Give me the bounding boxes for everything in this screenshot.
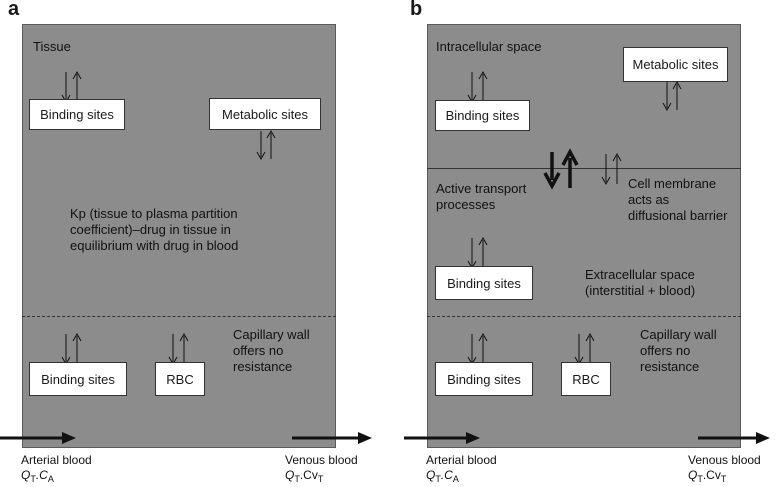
panel-b-binding-sites-mid-box: Binding sites: [435, 266, 533, 300]
panel-a-venous-blood-label: Venous blood QT.CvT: [285, 453, 358, 487]
panel-a-binding-sites-box: Binding sites: [29, 99, 125, 130]
panel-b-arterial-blood-label: Arterial blood QT.CA: [426, 453, 497, 487]
panel-a-capillary-divider: [22, 316, 336, 317]
panel-a-venous-arrow: [292, 432, 372, 444]
panel-a-arterial-formula: QT.CA: [21, 468, 54, 484]
panel-b-intracellular-label: Intracellular space: [436, 39, 542, 54]
panel-b-venous-blood-label: Venous blood QT.CvT: [688, 453, 761, 487]
panel-b-venous-formula: QT.CvT: [688, 468, 727, 484]
panel-b-capillary-line-1: Capillary wall: [640, 327, 717, 342]
panel-a-capillary-line-3: resistance: [233, 359, 293, 374]
panel-b-extracellular-line-2: (interstitial + blood): [585, 283, 696, 298]
panel-b-membrane-line-1: Cell membrane: [628, 176, 717, 191]
panel-b-letter: b: [410, 0, 423, 20]
panel-a-kp-line-1: Kp (tissue to plasma partition: [70, 206, 238, 221]
panel-a-arterial-blood-label: Arterial blood QT.CA: [21, 453, 92, 487]
panel-b-arterial-arrow: [404, 432, 480, 444]
panel-b-active-transport-arrows: [543, 148, 579, 190]
panel-b-exchange-arrows-mid: [467, 236, 488, 270]
panel-b-arterial-title: Arterial blood: [426, 453, 497, 467]
panel-b-arterial-formula: QT.CA: [426, 468, 459, 484]
panel-a-metabolic-arrows: [256, 129, 276, 161]
panel-b-metabolic-arrows: [662, 80, 682, 112]
panel-b-cell-membrane-line: [427, 168, 741, 169]
panel-b-active-transport-line-1: Active transport: [436, 181, 527, 196]
panel-a-metabolic-sites-box: Metabolic sites: [209, 98, 321, 130]
panel-a-venous-formula: QT.CvT: [285, 468, 324, 484]
panel-a-rbc-arrows: [168, 332, 189, 366]
panel-b-membrane-line-3: diffusional barrier: [628, 208, 728, 223]
panel-b-venous-arrow: [698, 432, 770, 444]
panel-a-letter: a: [8, 0, 20, 20]
panel-b-binding-sites-bottom-box: Binding sites: [435, 362, 533, 396]
panel-b-capillary-line-3: resistance: [640, 359, 700, 374]
panel-a-arterial-arrow: [0, 432, 76, 444]
panel-a-rbc-box: RBC: [155, 362, 205, 396]
panel-b-active-transport-line-2: processes: [436, 197, 496, 212]
panel-a-capillary-line-1: Capillary wall: [233, 327, 310, 342]
panel-b-exchange-arrows-top: [467, 70, 488, 104]
panel-a-tissue-label: Tissue: [33, 39, 71, 54]
panel-b-capillary-line-2: offers no: [640, 343, 691, 358]
panel-a-binding-sites-bottom-box: Binding sites: [29, 362, 127, 396]
panel-a-arterial-title: Arterial blood: [21, 453, 92, 467]
panel-b-rbc-box: RBC: [561, 362, 611, 396]
panel-b-extracellular-line-1: Extracellular space: [585, 267, 695, 282]
panel-b-membrane-line-2: acts as: [628, 192, 670, 207]
panel-b-metabolic-sites-box: Metabolic sites: [623, 47, 728, 82]
panel-b-binding-sites-top-box: Binding sites: [435, 100, 530, 131]
panel-a-venous-title: Venous blood: [285, 453, 358, 467]
panel-b-venous-title: Venous blood: [688, 453, 761, 467]
panel-b-rbc-arrows: [574, 332, 595, 366]
panel-b-membrane-diffusion-arrows: [601, 152, 622, 186]
panel-b-capillary-divider: [427, 316, 741, 317]
panel-a-capillary-line-2: offers no: [233, 343, 284, 358]
panel-a-kp-line-2: coefficient)–drug in tissue in: [70, 222, 231, 237]
panel-a-kp-line-3: equilibrium with drug in blood: [70, 238, 239, 253]
